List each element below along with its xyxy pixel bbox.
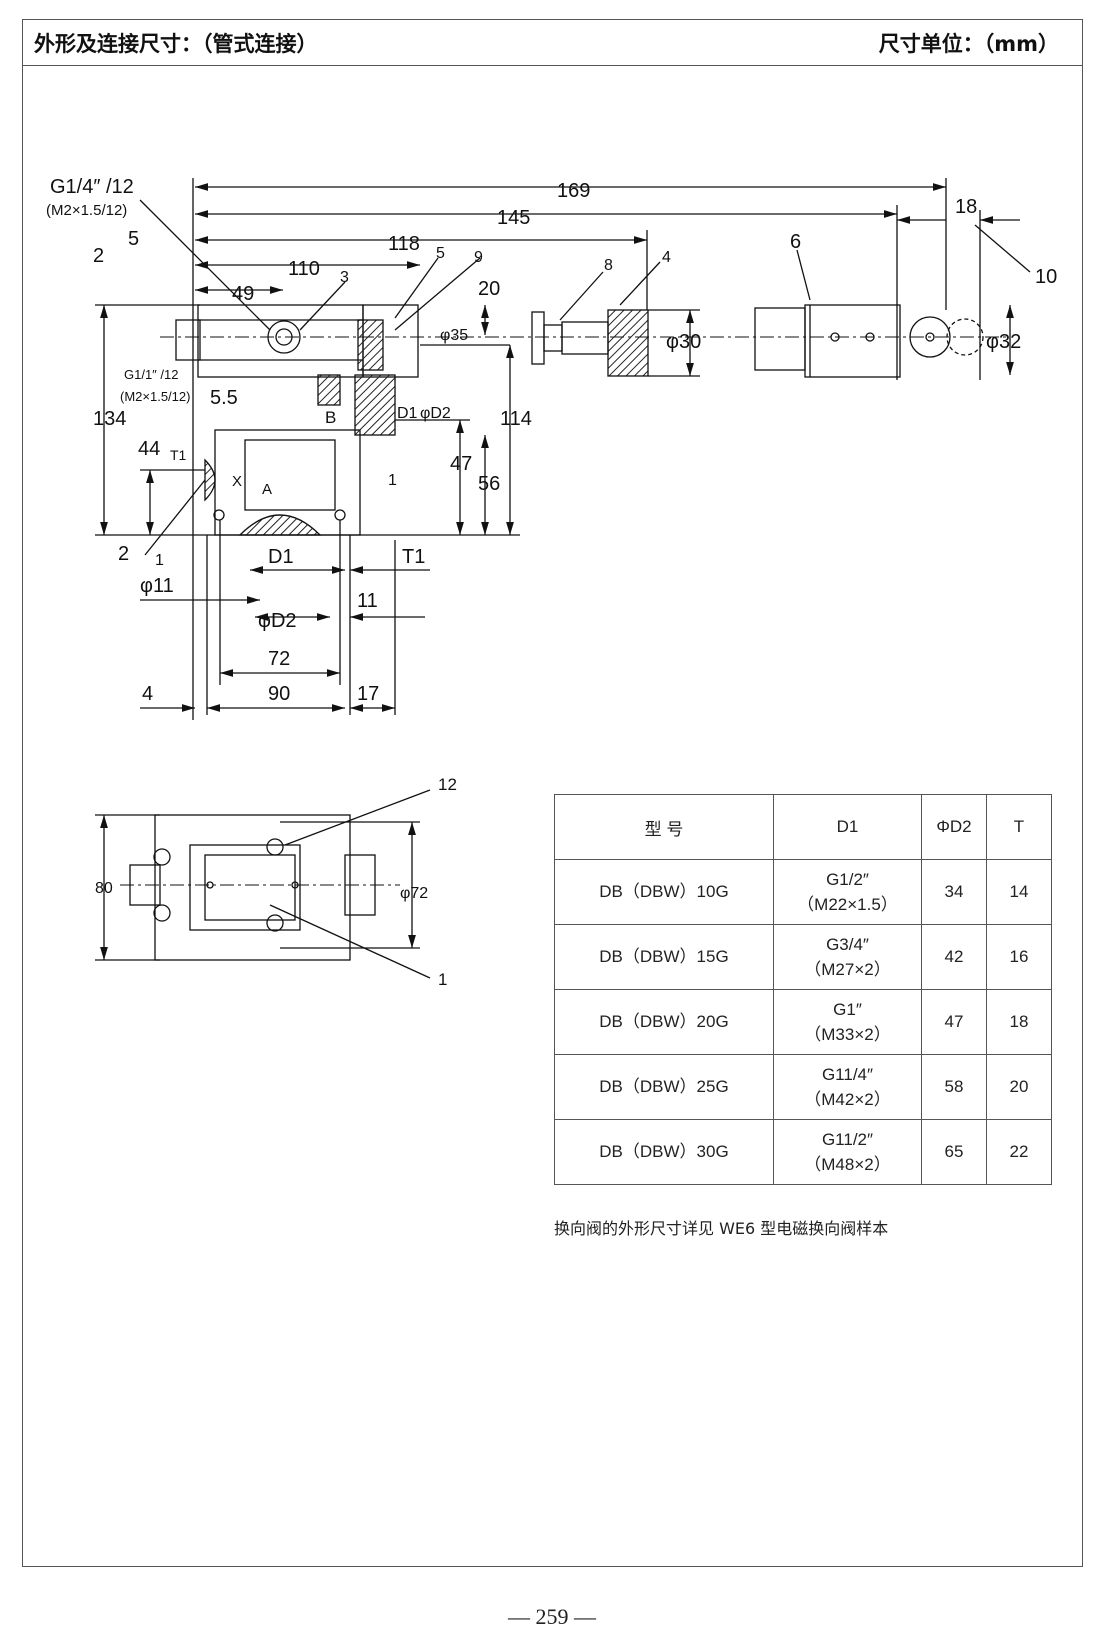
thread-top-sub: (M2×1.5/12)	[46, 202, 127, 219]
callout-6: 6	[790, 231, 801, 253]
table-row: DB（DBW）30G G11/2″（M48×2） 65 22	[554, 1119, 1052, 1185]
thread-left-sub: (M2×1.5/12)	[120, 389, 190, 404]
callout-10: 10	[1035, 266, 1057, 288]
dim-phi11: φ11	[140, 575, 174, 597]
table-row: DB（DBW）15G G3/4″（M27×2） 42 16	[554, 924, 1052, 990]
dim-114: 114	[500, 408, 532, 430]
dim-1-right: 1	[388, 472, 397, 489]
cell-d1: G3/4″（M27×2）	[773, 924, 922, 990]
cell-t: 14	[986, 859, 1052, 925]
callout-12: 12	[438, 775, 457, 794]
page-title: 外形及连接尺寸：（管式连接）	[34, 32, 318, 56]
port-t1: T1	[170, 447, 187, 463]
dim-t1-bottom: T1	[402, 546, 425, 568]
page-number: — 259 —	[508, 1604, 596, 1629]
cell-t: 16	[986, 924, 1052, 990]
cell-t: 18	[986, 989, 1052, 1055]
table-header-row: 型 号 D1 ΦD2 T	[554, 794, 1052, 860]
cell-t: 22	[986, 1119, 1052, 1185]
cell-model: DB（DBW）10G	[554, 859, 774, 925]
cell-d1: G11/2″（M48×2）	[773, 1119, 922, 1185]
cell-d2: 65	[921, 1119, 987, 1185]
dim-phid2-bottom: φD2	[258, 610, 297, 632]
dim-169: 169	[557, 180, 590, 202]
dim-d1-side: D1	[397, 405, 418, 422]
unit-label: 尺寸单位：（mm）	[878, 32, 1059, 56]
cell-t: 20	[986, 1054, 1052, 1120]
port-a: A	[262, 481, 272, 498]
dim-56: 56	[478, 473, 500, 495]
cell-d2: 58	[921, 1054, 987, 1120]
cell-model: DB（DBW）30G	[554, 1119, 774, 1185]
dim-18: 18	[955, 196, 977, 218]
plan-dim-phi72: φ72	[400, 885, 428, 902]
col-header-t: T	[986, 794, 1052, 860]
thread-left-label: G1/1″ /12	[124, 367, 178, 382]
callout-2: 2	[118, 543, 129, 565]
dim-5: 5	[128, 228, 139, 250]
plan-dim-80: 80	[95, 880, 113, 897]
dim-phi30: φ30	[666, 331, 701, 353]
col-header-d2: ΦD2	[921, 794, 987, 860]
table-row: DB（DBW）25G G11/4″（M42×2） 58 20	[554, 1054, 1052, 1120]
cell-d1: G1/2″（M22×1.5）	[773, 859, 922, 925]
dim-17: 17	[357, 683, 379, 705]
callout-5: 5	[436, 245, 445, 262]
cell-model: DB（DBW）15G	[554, 924, 774, 990]
thread-top-label: G1/4″ /12	[50, 176, 134, 198]
table-row: DB（DBW）20G G1″（M33×2） 47 18	[554, 989, 1052, 1055]
callout-9: 9	[474, 249, 483, 266]
cell-d2: 34	[921, 859, 987, 925]
col-header-d1: D1	[773, 794, 922, 860]
dim-5-5: 5.5	[210, 387, 238, 409]
cell-model: DB（DBW）20G	[554, 989, 774, 1055]
table-row: DB（DBW）10G G1/2″（M22×1.5） 34 14	[554, 859, 1052, 925]
col-header-model: 型 号	[554, 794, 774, 860]
footnote: 换向阀的外形尺寸详见 WE6 型电磁换向阀样本	[554, 1219, 889, 1238]
dim-phid2-side: φD2	[420, 405, 451, 422]
callout-4: 4	[662, 249, 671, 266]
dim-90: 90	[268, 683, 290, 705]
cell-d2: 42	[921, 924, 987, 990]
dim-2: 2	[93, 245, 104, 267]
dim-72: 72	[268, 648, 290, 670]
dim-44: 44	[138, 438, 160, 460]
dim-49: 49	[232, 283, 254, 305]
dim-145: 145	[497, 207, 530, 229]
cell-d1: G1″（M33×2）	[773, 989, 922, 1055]
callout-8: 8	[604, 257, 613, 274]
dim-d1-bottom: D1	[268, 546, 294, 568]
port-b: B	[325, 408, 336, 427]
spec-table: 型 号 D1 ΦD2 T DB（DBW）10G G1/2″（M22×1.5） 3…	[554, 794, 1052, 1185]
dim-1-left: 1	[155, 552, 164, 569]
page-header: 外形及连接尺寸：（管式连接） 尺寸单位：（mm）	[22, 19, 1083, 66]
dim-110: 110	[288, 258, 320, 280]
cell-model: DB（DBW）25G	[554, 1054, 774, 1120]
dim-20: 20	[478, 278, 500, 300]
dim-phi32: φ32	[986, 331, 1021, 353]
port-x: X	[232, 473, 242, 490]
dim-47: 47	[450, 453, 472, 475]
dim-phi35: φ35	[440, 327, 468, 344]
dim-4: 4	[142, 683, 153, 705]
callout-3: 3	[340, 269, 349, 286]
dim-134: 134	[93, 408, 126, 430]
callout-1: 1	[438, 970, 447, 989]
dim-118: 118	[388, 233, 420, 255]
cell-d2: 47	[921, 989, 987, 1055]
page-frame	[22, 19, 1083, 1567]
dim-11: 11	[357, 590, 378, 612]
cell-d1: G11/4″（M42×2）	[773, 1054, 922, 1120]
